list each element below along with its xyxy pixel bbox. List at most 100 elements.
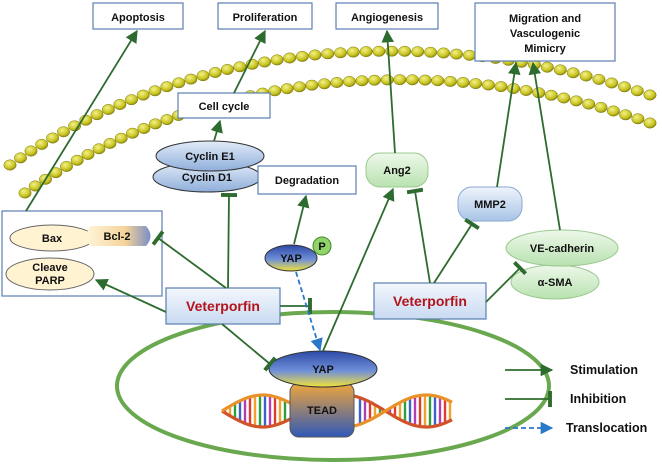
nucleus — [115, 310, 551, 462]
membrane-bead-outer — [14, 152, 27, 164]
membrane-bead-outer — [346, 46, 360, 58]
arrow-to-apoptosis — [25, 29, 138, 212]
bcl2-label: Bcl-2 — [104, 231, 131, 243]
membrane-bead-inner — [443, 75, 457, 87]
membrane-bead-inner — [126, 127, 139, 139]
membrane-bead-outer — [334, 47, 347, 59]
membrane-bead-inner — [280, 83, 294, 95]
membrane-bead-outer — [208, 67, 222, 78]
membrane-bead-inner — [418, 74, 432, 86]
membrane-bead-inner — [268, 85, 282, 97]
ang2-pill — [365, 152, 429, 188]
veterporfin-left-box — [165, 287, 281, 325]
membrane-bead-inner — [544, 89, 558, 101]
membrane-bead-outer — [172, 77, 186, 89]
membrane-bead-outer — [308, 49, 322, 61]
proliferation-label: Proliferation — [233, 12, 298, 24]
membrane-bead-inner — [81, 149, 95, 160]
proliferation-box — [217, 2, 313, 30]
membrane-bead-outer — [437, 47, 451, 59]
membrane-bead-outer — [101, 104, 115, 115]
legend-inhibition-label: Inhibition — [570, 392, 626, 406]
membrane-bead-inner — [60, 160, 73, 172]
veterporfin-left-label: Veterporfin — [186, 298, 260, 314]
membrane-bead-outer — [450, 48, 463, 60]
inhibit-cyclins — [220, 192, 238, 289]
migration-box — [474, 2, 616, 62]
angiogenesis-box — [335, 2, 439, 30]
arrow-mmp2-to-migration — [496, 61, 521, 188]
membrane-bead-outer — [148, 85, 162, 97]
membrane-bead-inner — [569, 95, 583, 107]
legend: Stimulation Inhibition Translocation — [505, 363, 647, 435]
ve-cadherin-label: VE-cadherin — [530, 243, 594, 255]
membrane-bead-inner — [557, 92, 571, 104]
cleave-parp-label-line2: PARP — [35, 275, 65, 287]
angiogenesis-label: Angiogenesis — [351, 12, 423, 24]
cell-cycle-box — [177, 92, 271, 119]
membrane-bead-inner — [330, 77, 344, 88]
membrane-bead-outer — [553, 64, 567, 76]
membrane-bead-inner — [103, 137, 117, 149]
migration-label-line2: Vasculogenic — [510, 28, 580, 40]
membrane-bead-inner — [137, 123, 151, 134]
membrane-bead-outer — [233, 61, 247, 73]
cyclin-e1-ellipse — [155, 140, 265, 172]
veterporfin-right-label: Veterporfin — [393, 293, 467, 309]
membrane-bead-inner — [368, 74, 381, 86]
membrane-bead-outer — [24, 145, 38, 157]
legend-translocation-label: Translocation — [566, 421, 647, 435]
degradation-label: Degradation — [275, 175, 339, 187]
membrane-bead-outer — [424, 46, 438, 58]
membrane-bead-inner — [355, 75, 369, 87]
bax-label: Bax — [42, 233, 63, 245]
membrane-bead-outer — [3, 159, 17, 171]
membrane-bead-outer — [540, 61, 554, 73]
membrane-bead-outer — [321, 48, 335, 60]
membrane-bead-outer — [184, 73, 198, 85]
translocation-arrow — [295, 271, 323, 352]
membrane-bead-outer — [605, 77, 619, 89]
membrane-bead-outer — [398, 45, 412, 57]
membrane-bead-inner — [481, 79, 495, 91]
tead-label: TEAD — [307, 405, 337, 417]
phospho-label: P — [318, 241, 325, 253]
yap-nuclear-label: YAP — [312, 364, 334, 376]
membrane-bead-inner — [582, 98, 596, 110]
membrane-bead-inner — [594, 101, 608, 113]
membrane-bead-inner — [70, 154, 84, 166]
membrane-bead-inner — [405, 74, 419, 86]
phospho-circle — [312, 236, 332, 256]
inhibit-mmp2 — [433, 217, 480, 284]
mmp2-label: MMP2 — [474, 199, 506, 211]
arrow-yap-to-ang2 — [322, 187, 395, 352]
ang2-label: Ang2 — [383, 165, 411, 177]
veterporfin-right-box — [373, 282, 487, 320]
alpha-sma-label: α-SMA — [538, 277, 573, 289]
membrane-bead-inner — [148, 118, 162, 130]
membrane-bead-inner — [380, 74, 394, 86]
legend-stimulation-label: Stimulation — [570, 363, 638, 377]
stimulation-arrows — [25, 29, 561, 352]
membrane-bead-outer — [136, 89, 150, 101]
bcl2-shape — [87, 226, 151, 246]
membrane-bead-inner — [456, 76, 470, 88]
membrane-bead-outer — [113, 99, 127, 110]
membrane-bead-outer — [125, 94, 138, 106]
degradation-box — [257, 165, 357, 195]
yap-cytoplasm-label: YAP — [280, 253, 302, 265]
membrane-bead-inner — [643, 117, 657, 129]
membrane-bead-outer — [160, 81, 174, 93]
membrane-bead-inner — [519, 85, 533, 96]
apoptosis-box — [92, 2, 184, 30]
migration-label-line1: Migration and — [509, 13, 581, 25]
membrane-bead-inner — [469, 78, 483, 90]
ve-cadherin-ellipse — [505, 229, 619, 267]
membrane-bead-inner — [431, 75, 445, 87]
inhibit-ang2 — [406, 187, 431, 284]
membrane-bead-inner — [606, 105, 620, 117]
membrane-bead-inner — [494, 81, 508, 93]
arrow-to-cell-cycle — [210, 119, 223, 142]
membrane-bead-outer — [196, 70, 210, 82]
